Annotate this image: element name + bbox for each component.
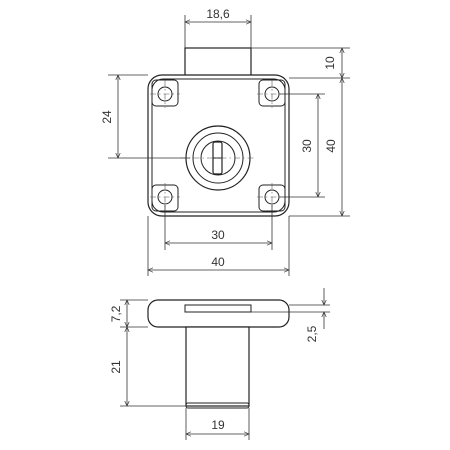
dimension-label-slot-depth: 2,5: [305, 325, 319, 342]
top-view: 18,6 10 24 30 40: [100, 7, 350, 276]
slot-outline: [184, 304, 252, 313]
dimension-label-hole-spacing-vertical: 30: [300, 139, 314, 153]
side-cylinder-outline: [185, 326, 250, 407]
dimension-body-height: 40: [289, 78, 350, 216]
dimension-label-flange-thickness: 7,2: [109, 305, 123, 322]
side-cylinder-end: [185, 402, 250, 409]
dimension-label-cylinder-width: 18,6: [206, 7, 230, 21]
dimension-cylinder-length: 21: [109, 327, 186, 406]
cylinder-top-outline: [184, 47, 252, 79]
lock-body-inner-outline: [151, 78, 286, 213]
dimension-hole-spacing-vertical: 30: [280, 94, 325, 197]
dimension-label-cylinder-height: 10: [323, 56, 337, 70]
dimension-cylinder-height: 10: [251, 48, 350, 78]
dimension-label-body-width: 40: [211, 255, 225, 269]
side-view: 7,2 2,5 21 19: [109, 288, 330, 440]
flange-outline: [147, 299, 290, 328]
dimension-label-cylinder-diameter: 19: [211, 418, 225, 432]
screw-hole-top-left: [150, 79, 180, 108]
dimension-slot-depth: 2,5: [251, 288, 330, 342]
screw-hole-top-right: [257, 79, 287, 108]
dimension-body-width: 40: [148, 216, 289, 276]
dimension-label-body-height: 40: [324, 139, 338, 153]
dimension-cylinder-diameter: 19: [186, 408, 249, 440]
dimension-label-hole-offset-vertical: 24: [100, 110, 114, 124]
dimension-cylinder-width: 18,6: [185, 7, 251, 48]
dimension-hole-offset-vertical: 24: [100, 75, 190, 158]
dimension-hole-spacing-horizontal: 30: [165, 205, 272, 250]
key-cylinder: [180, 125, 256, 191]
dimension-label-cylinder-length: 21: [109, 360, 123, 374]
dimension-flange-thickness: 7,2: [109, 300, 148, 327]
dimension-label-hole-spacing-horizontal: 30: [211, 228, 225, 242]
